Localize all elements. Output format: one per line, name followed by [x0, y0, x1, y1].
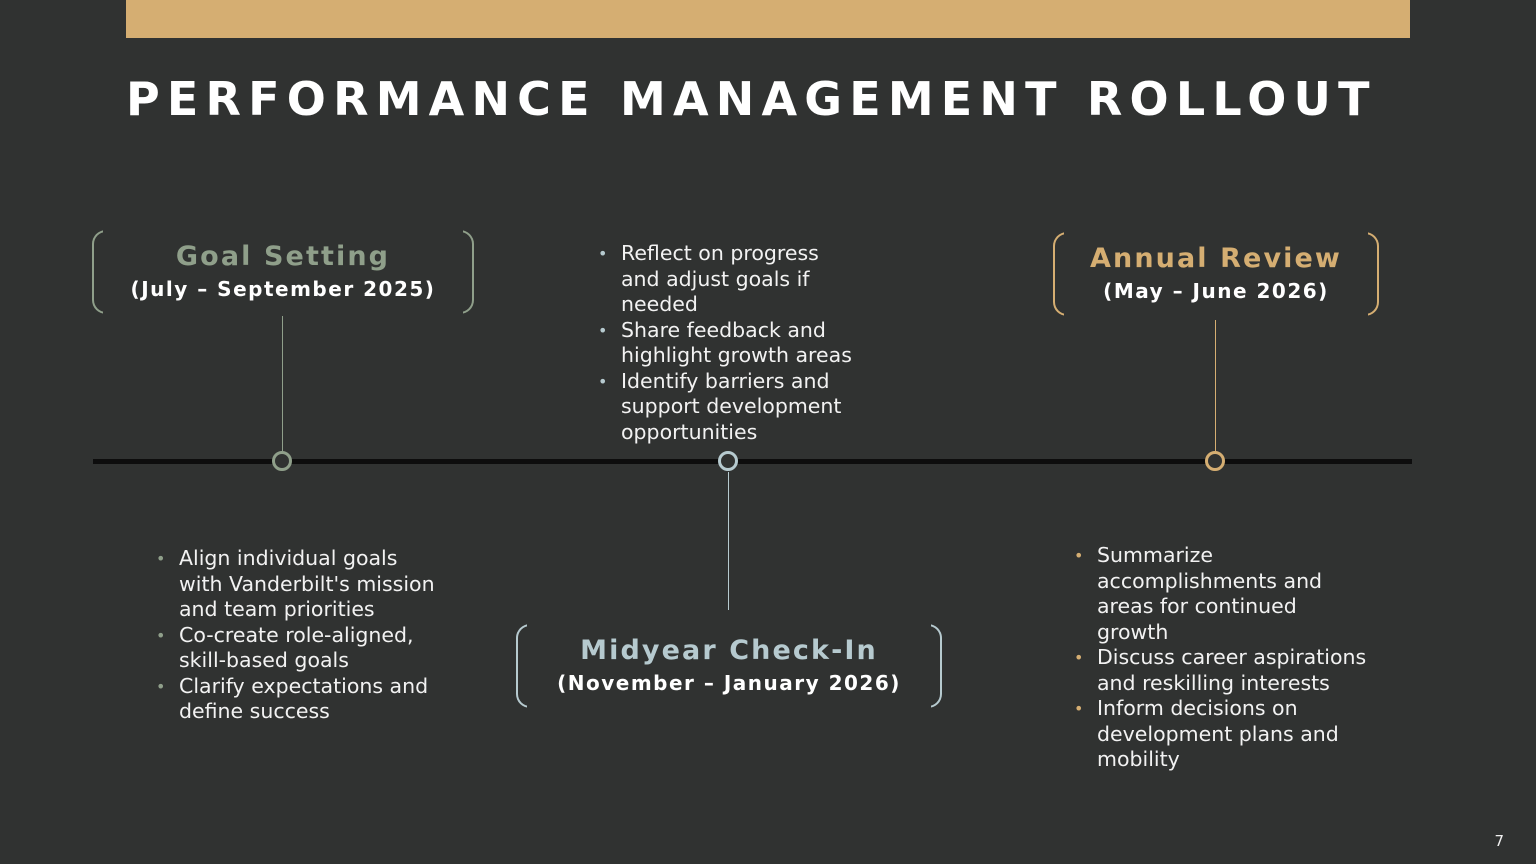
list-item: • Share feedback and highlight growth ar… [592, 318, 862, 369]
milestone-name-midyear-check-in: Midyear Check-In [580, 635, 878, 666]
bullet-dot-icon: • [156, 625, 166, 645]
list-item: • Summarize accomplishments and areas fo… [1068, 543, 1368, 645]
bullet-dot-icon: • [598, 244, 608, 263]
timeline-marker-midyear-check-in[interactable] [718, 451, 738, 471]
timeline-axis [93, 459, 1412, 464]
bracket-right-icon [451, 230, 474, 314]
bullet-dot-icon: • [156, 676, 166, 696]
connector-line-goal-setting [282, 316, 283, 452]
bullet-text: Reflect on progress and adjust goals if … [621, 241, 819, 316]
bullet-text: Identify barriers and support developmen… [621, 368, 842, 444]
bullet-dot-icon: • [1074, 546, 1084, 565]
list-item: • Reflect on progress and adjust goals i… [592, 241, 862, 318]
bullet-list-annual-review: • Summarize accomplishments and areas fo… [1068, 543, 1368, 773]
bullet-text: Discuss career aspirations and reskillin… [1097, 645, 1367, 695]
page-number: 7 [1494, 832, 1504, 850]
milestone-label-midyear-check-in: Midyear Check-In (November – January 202… [516, 624, 942, 708]
milestone-label-goal-setting: Goal Setting (July – September 2025) [92, 230, 474, 314]
connector-line-annual-review [1215, 320, 1216, 452]
bullet-text: Summarize accomplishments and areas for … [1097, 543, 1323, 644]
bracket-right-icon [919, 624, 942, 708]
bullet-text: Align individual goals with Vanderbilt's… [179, 546, 435, 621]
milestone-dates-annual-review: (May – June 2026) [1103, 279, 1329, 303]
list-item: • Clarify expectations and define succes… [150, 674, 435, 725]
list-item: • Align individual goals with Vanderbilt… [150, 546, 435, 623]
bullet-list-goal-setting: • Align individual goals with Vanderbilt… [150, 546, 435, 725]
milestone-dates-midyear-check-in: (November – January 2026) [557, 671, 901, 695]
bullet-dot-icon: • [156, 549, 166, 568]
bullet-text: Share feedback and highlight growth area… [621, 317, 852, 368]
timeline-marker-annual-review[interactable] [1205, 451, 1225, 471]
milestone-name-annual-review: Annual Review [1090, 243, 1342, 274]
top-accent-bar [126, 0, 1410, 38]
bracket-left-icon [1053, 232, 1076, 316]
timeline-marker-goal-setting[interactable] [272, 451, 292, 471]
bullet-dot-icon: • [598, 371, 608, 391]
list-item: • Identify barriers and support developm… [592, 369, 862, 446]
list-item: • Inform decisions on development plans … [1068, 696, 1368, 773]
connector-line-midyear-check-in [728, 472, 729, 610]
bracket-right-icon [1356, 232, 1379, 316]
bullet-list-midyear-check-in: • Reflect on progress and adjust goals i… [592, 241, 862, 445]
list-item: • Co-create role-aligned, skill-based go… [150, 623, 435, 674]
milestone-dates-goal-setting: (July – September 2025) [130, 277, 436, 301]
page-title: PERFORMANCE MANAGEMENT ROLLOUT [126, 72, 1377, 126]
bullet-dot-icon: • [1074, 648, 1084, 667]
bracket-left-icon [516, 624, 539, 708]
bullet-dot-icon: • [598, 320, 608, 340]
milestone-name-goal-setting: Goal Setting [175, 241, 391, 272]
bullet-text: Co-create role-aligned, skill-based goal… [179, 622, 414, 673]
bullet-text: Clarify expectations and define success [179, 673, 429, 724]
milestone-label-annual-review: Annual Review (May – June 2026) [1053, 232, 1379, 316]
bullet-text: Inform decisions on development plans an… [1097, 696, 1339, 771]
bullet-dot-icon: • [1074, 699, 1084, 718]
list-item: • Discuss career aspirations and reskill… [1068, 645, 1368, 696]
bracket-left-icon [92, 230, 115, 314]
